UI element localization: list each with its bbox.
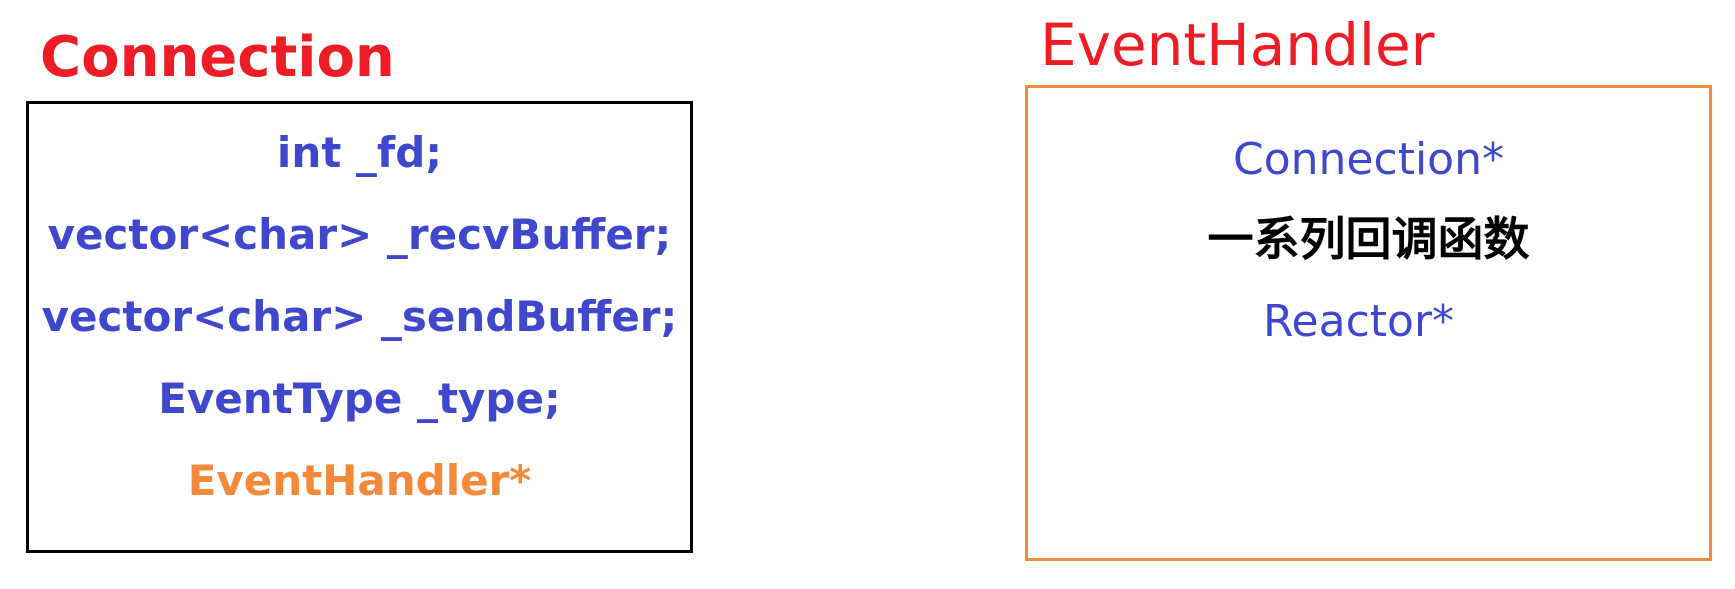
event-handler-member-reactor-pointer: Reactor* xyxy=(1262,296,1455,347)
connection-title: Connection xyxy=(40,25,395,90)
connection-field-send-buffer: vector<char> _sendBuffer; xyxy=(41,292,678,341)
event-handler-title: EventHandler xyxy=(1040,11,1435,79)
connection-field-recv-buffer: vector<char> _recvBuffer; xyxy=(47,210,672,259)
connection-field-fd: int _fd; xyxy=(276,128,443,177)
event-handler-member-callbacks: 一系列回调函数 xyxy=(1207,212,1530,266)
connection-field-type: EventType _type; xyxy=(158,374,561,423)
event-handler-struct-box: Connection* 一系列回调函数 Reactor* xyxy=(1025,85,1712,561)
connection-struct-box: int _fd; vector<char> _recvBuffer; vecto… xyxy=(26,101,693,553)
connection-field-event-handler-pointer: EventHandler* xyxy=(187,456,532,505)
event-handler-member-connection-pointer: Connection* xyxy=(1233,134,1504,185)
